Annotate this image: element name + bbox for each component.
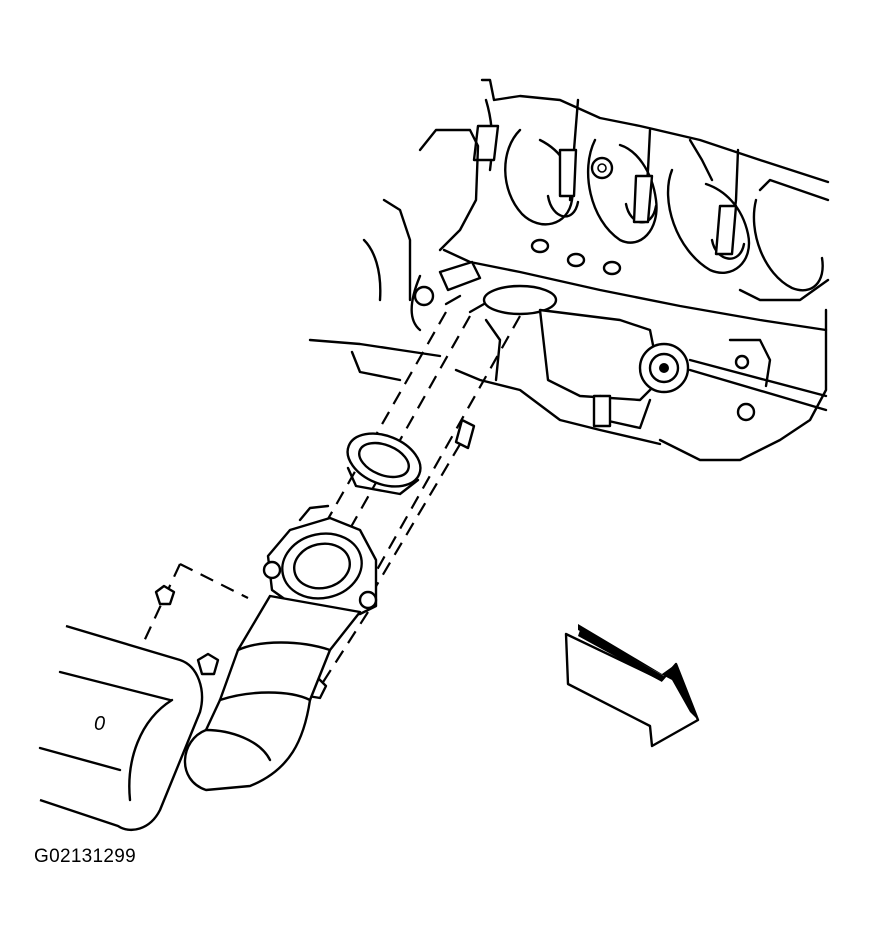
- figure-code: G02131299: [34, 846, 137, 867]
- exhaust-pipe: [183, 594, 362, 792]
- engine-block: [308, 78, 830, 462]
- front-direction-arrow-icon: [564, 624, 700, 748]
- exhaust-seal-ring: [346, 432, 422, 496]
- exhaust-stud: [454, 418, 476, 450]
- component-mark: 0: [94, 713, 105, 735]
- catalytic-converter: [38, 624, 204, 831]
- pipe-flange: [262, 504, 378, 616]
